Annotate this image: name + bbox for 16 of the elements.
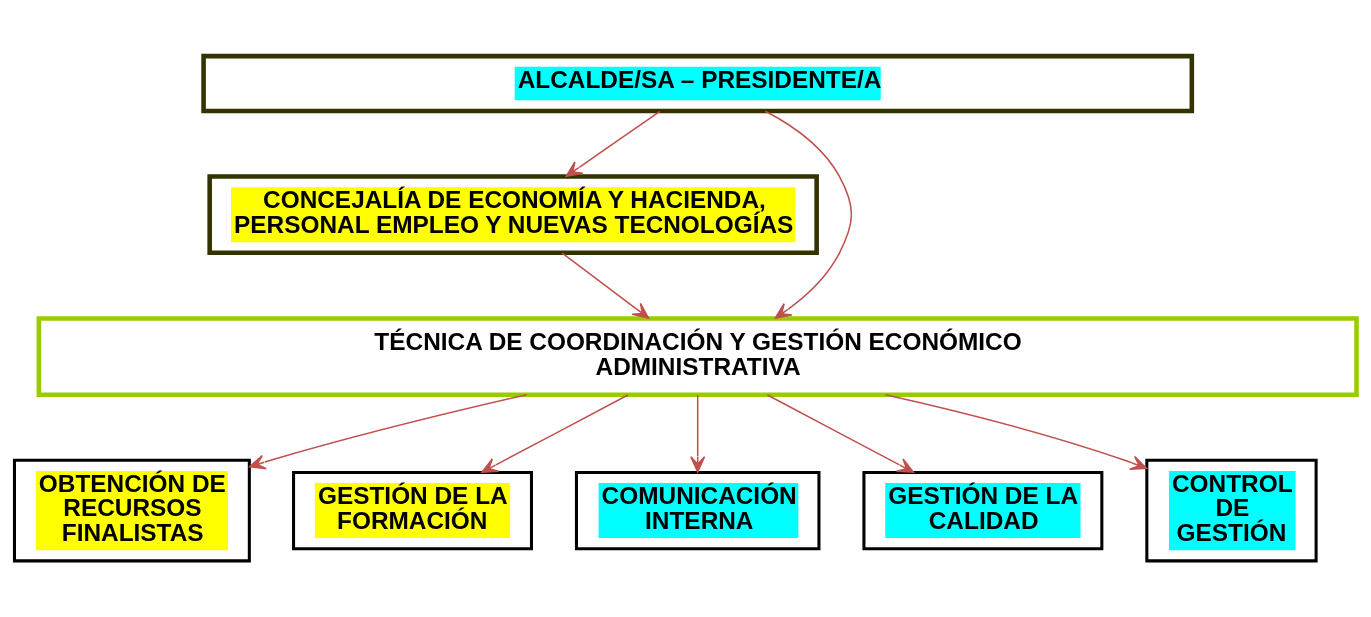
node-box: COMUNICACIÓN INTERNA (574, 470, 821, 551)
node-box: OBTENCIÓN DE RECURSOS FINALISTAS (12, 458, 251, 563)
arrow (764, 110, 853, 319)
arrow (481, 394, 629, 473)
arrow (690, 394, 706, 473)
arrow (561, 252, 650, 319)
node-box: CONTROL DE GESTIÓN (1145, 458, 1318, 563)
node-box: TÉCNICA DE COORDINACIÓN Y GESTIÓN ECONÓMICO ADMINISTRATIVA (36, 316, 1359, 397)
node-box: GESTIÓN DE LA FORMACIÓN (292, 470, 533, 551)
arrow (766, 394, 915, 473)
arrow (884, 393, 1148, 471)
arrow (248, 393, 528, 470)
node-box: GESTIÓN DE LA CALIDAD (862, 470, 1104, 551)
arrow (565, 110, 661, 178)
node-box: ALCALDE/SA – PRESIDENTE/A (201, 53, 1195, 114)
node-box: CONCEJALÍA DE ECONOMÍA Y HACIENDA, PERSONAL EMPLEO Y NUEVAS TECNOLOGÍAS (207, 174, 819, 256)
